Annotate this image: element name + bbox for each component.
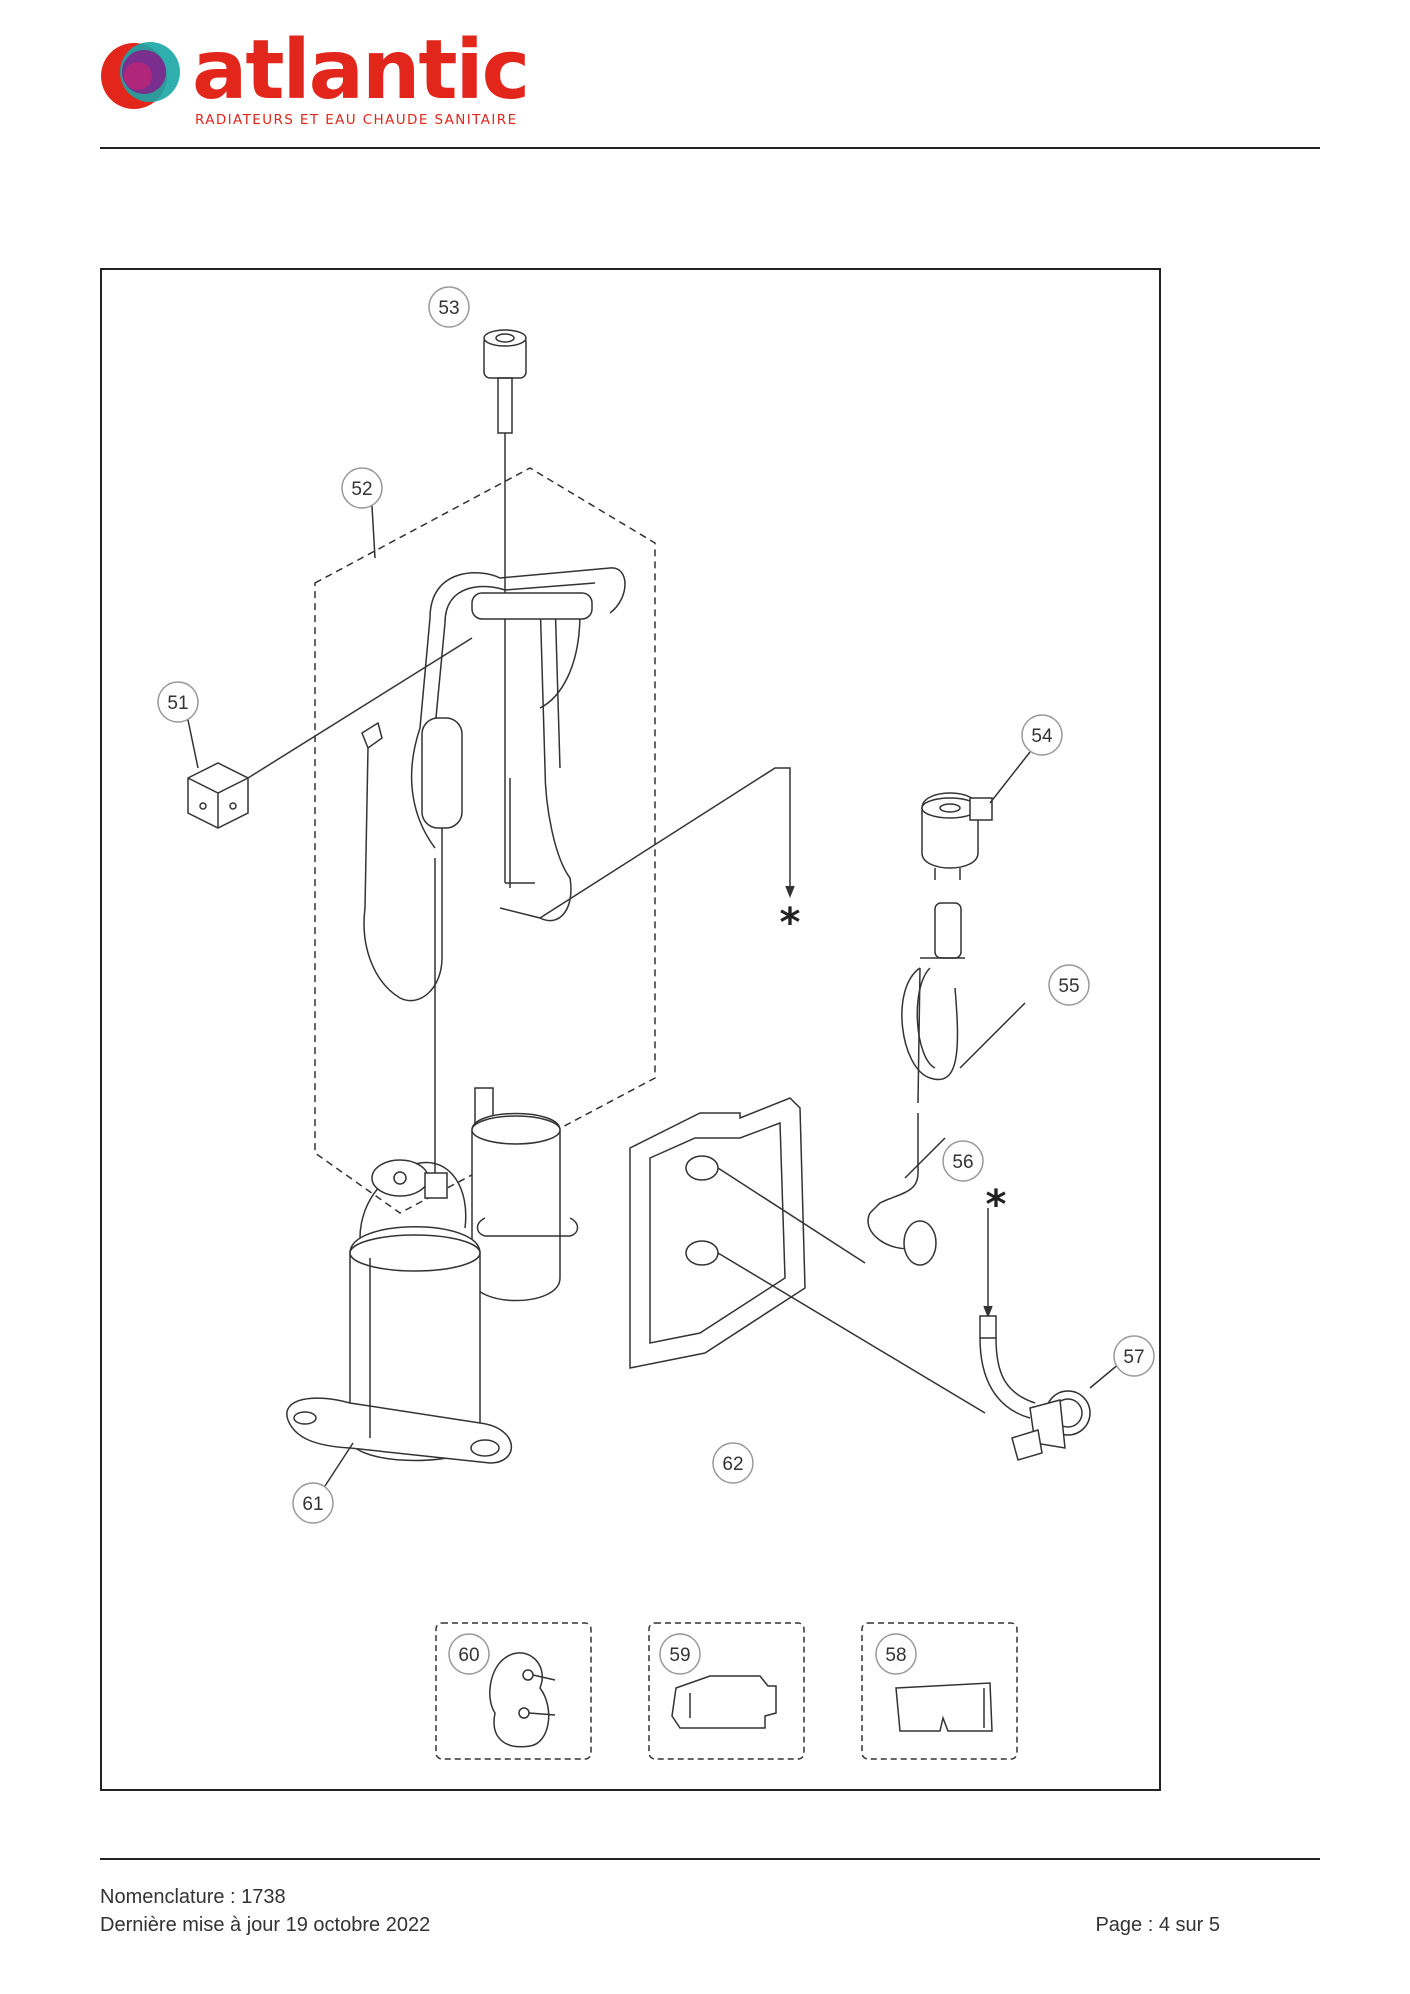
callout-52: 52 [341, 467, 383, 559]
svg-text:58: 58 [885, 1645, 906, 1666]
part-54-drawing [921, 792, 993, 880]
svg-text:55: 55 [1058, 976, 1079, 997]
svg-text:59: 59 [669, 1645, 690, 1666]
part-56-drawing [867, 1113, 946, 1266]
callout-53: 53 [428, 286, 470, 328]
header: atlantic RADIATEURS ET EAU CHAUDE SANITA… [100, 28, 1320, 148]
part-58-drawing [895, 1682, 993, 1732]
header-divider [100, 147, 1320, 149]
nomenclature-label: Nomenclature : 1738 [100, 1886, 286, 1908]
part-55-drawing [901, 902, 1026, 1104]
footer-divider [100, 1858, 1320, 1860]
callout-58: 58 [875, 1633, 917, 1675]
callout-51: 51 [157, 681, 199, 769]
svg-text:57: 57 [1123, 1347, 1144, 1368]
callout-60: 60 [448, 1633, 490, 1675]
logo-wordmark: atlantic [192, 23, 530, 118]
svg-text:61: 61 [302, 1494, 323, 1515]
callout-61: 61 [292, 1482, 334, 1524]
atlantic-logo-icon [101, 42, 180, 109]
part-57-drawing [979, 1315, 1121, 1461]
page-number: Page : 4 sur 5 [1095, 1914, 1220, 1936]
svg-text:62: 62 [722, 1454, 743, 1475]
last-updated-label: Dernière mise à jour 19 octobre 2022 [100, 1914, 431, 1936]
callout-54: 54 [989, 714, 1063, 804]
star-marker-upper: * [780, 900, 801, 946]
callout-55: 55 [1048, 964, 1090, 1006]
logo-tagline: RADIATEURS ET EAU CHAUDE SANITAIRE [195, 112, 518, 128]
part-51-drawing [187, 637, 473, 829]
svg-text:51: 51 [167, 693, 188, 714]
callout-59: 59 [659, 1633, 701, 1675]
part-62-drawing [629, 1097, 986, 1414]
svg-text:56: 56 [952, 1152, 973, 1173]
exploded-parts-diagram: 53 52 51 54 55 56 57 [100, 268, 1161, 1791]
part-52-drawing [361, 567, 626, 1002]
part-60-drawing [489, 1652, 556, 1748]
svg-text:60: 60 [458, 1645, 479, 1666]
callout-62: 62 [712, 1442, 754, 1484]
part-59-drawing [671, 1675, 777, 1729]
callout-56: 56 [942, 1140, 984, 1182]
callout-57: 57 [1113, 1335, 1155, 1377]
part-61-drawing [286, 858, 579, 1487]
part-53-drawing [483, 329, 527, 698]
star-marker-lower: * [986, 1182, 1007, 1228]
svg-text:53: 53 [438, 298, 459, 319]
svg-text:52: 52 [351, 479, 372, 500]
svg-text:54: 54 [1031, 726, 1053, 747]
